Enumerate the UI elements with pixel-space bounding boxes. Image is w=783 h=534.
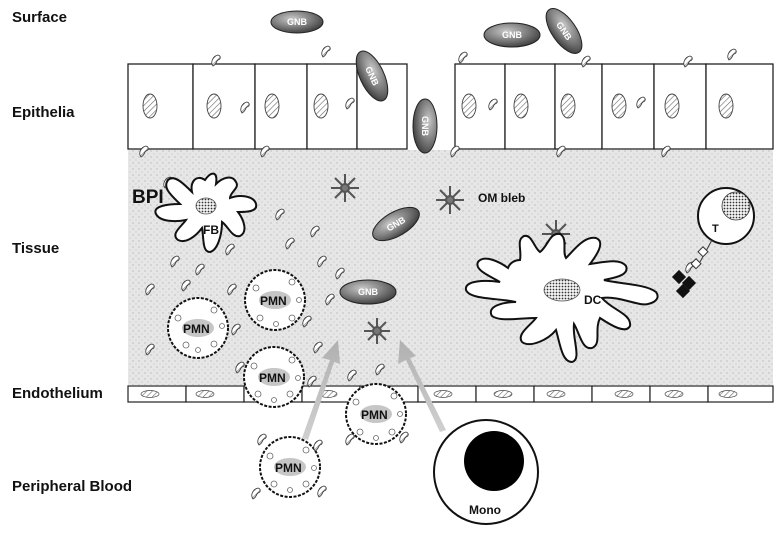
pmn-label: PMN	[275, 461, 302, 475]
pmn-cell-5: PMN	[259, 436, 321, 498]
label-epithelia: Epithelia	[12, 104, 75, 121]
gnb-label: GNB	[358, 287, 379, 297]
label-surface: Surface	[12, 9, 68, 26]
dc-label: DC	[584, 293, 602, 307]
dendritic-cell: DC	[464, 232, 659, 364]
gnb-label: GNB	[502, 30, 523, 40]
label-tissue: Tissue	[12, 240, 60, 257]
gnb-bacterium-surface-3: GNB	[545, 8, 583, 54]
gnb-bacterium-surface-2: GNB	[483, 22, 541, 48]
fb-label: FB	[203, 223, 219, 237]
migration-arrows	[302, 340, 446, 440]
t-cell: T	[671, 187, 755, 299]
t-cell-label: T	[712, 223, 719, 235]
pmn-cell-2: PMN	[244, 269, 306, 331]
gnb-bacterium-epithelia-2: GNB	[412, 98, 438, 154]
gnb-bacterium-epithelia-1: GNB	[355, 50, 389, 102]
om-bleb-2	[436, 186, 464, 214]
gnb-bacterium-tissue-2: GNB	[339, 279, 397, 305]
bpi-label: BPI	[132, 187, 164, 208]
pmn-cell-3: PMN	[243, 346, 305, 408]
pmn-label: PMN	[361, 408, 388, 422]
pmn-cell-1: PMN	[167, 297, 229, 359]
label-endothelium: Endothelium	[12, 385, 103, 402]
fibroblast-cell: FB	[154, 172, 258, 254]
gnb-bacterium-surface-1: GNB	[270, 10, 324, 34]
gnb-label: GNB	[287, 17, 308, 27]
om-bleb-4	[364, 318, 390, 344]
om-bleb-1	[331, 174, 359, 202]
om-bleb-label: OM bleb	[478, 191, 525, 205]
gnb-label: GNB	[420, 116, 430, 137]
epithelial-nuclei	[142, 93, 734, 119]
label-peripheral-blood: Peripheral Blood	[12, 478, 133, 495]
mono-label: Mono	[469, 503, 501, 517]
pmn-label: PMN	[260, 294, 287, 308]
monocyte-cell: Mono	[433, 419, 539, 525]
epithelial-layer	[127, 63, 774, 150]
pmn-label: PMN	[183, 322, 210, 336]
pmn-cell-4: PMN	[345, 383, 407, 445]
gnb-bacterium-tissue-1: GNB	[372, 206, 420, 242]
pmn-label: PMN	[259, 371, 286, 385]
